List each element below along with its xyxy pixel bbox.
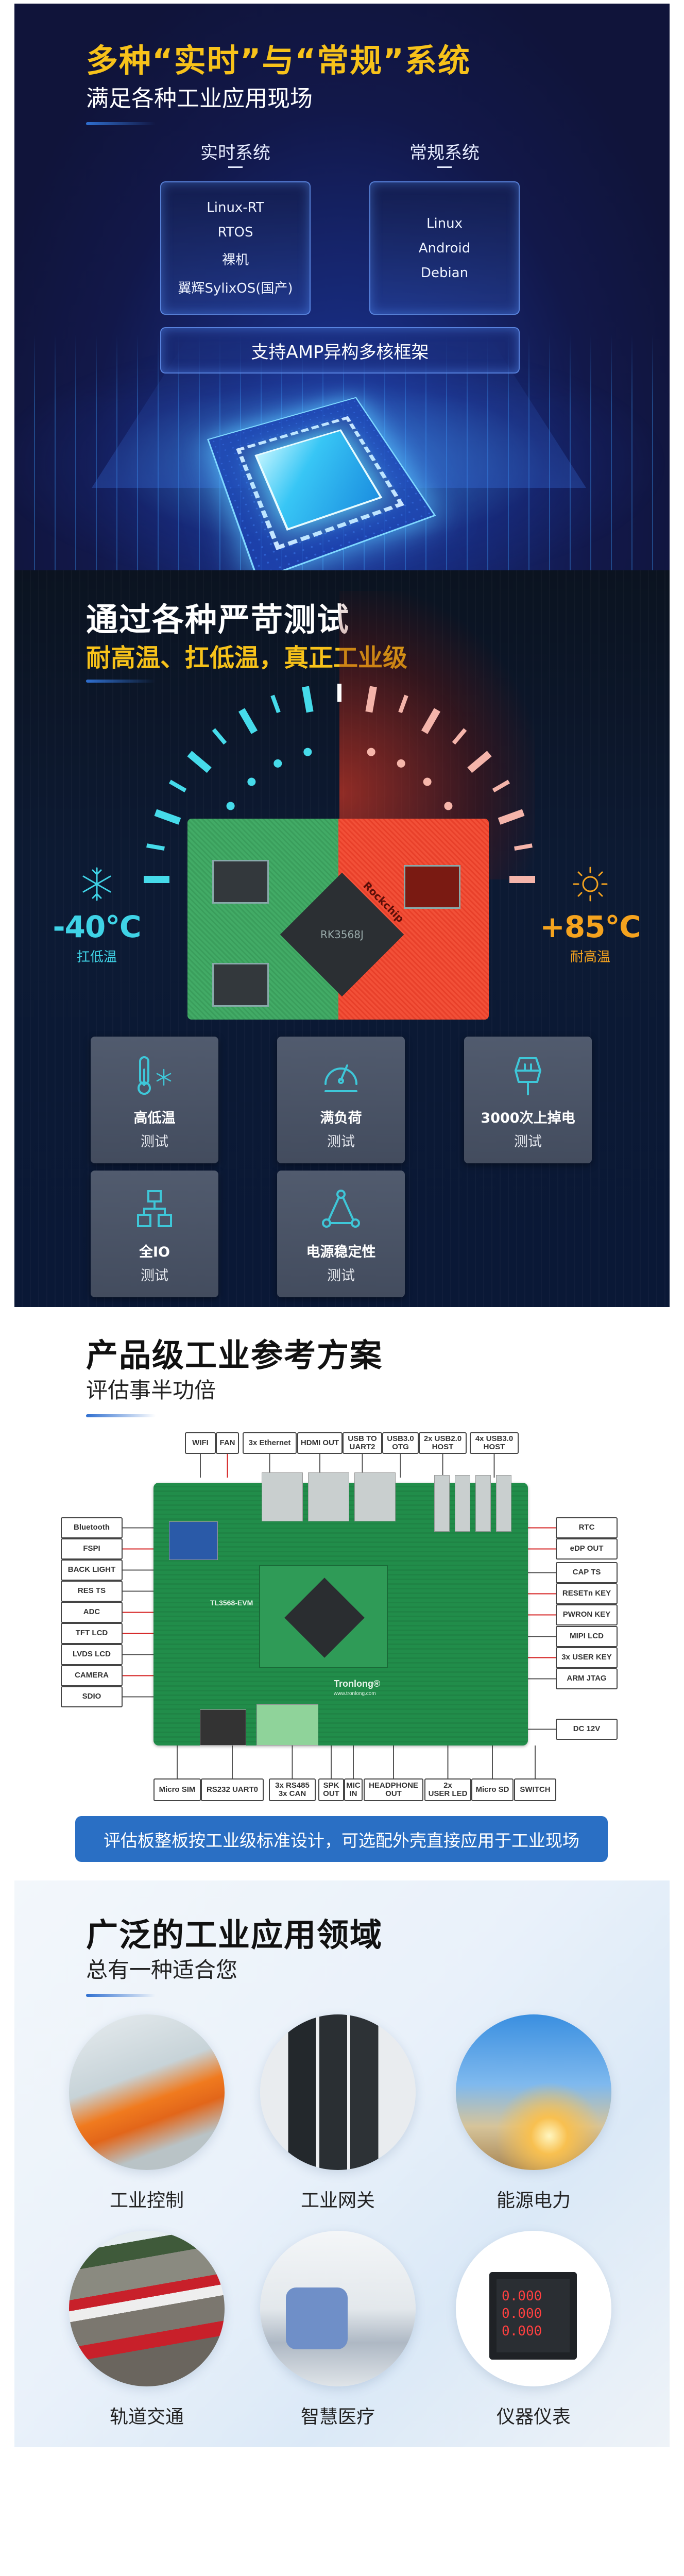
app-label: 仪器仪表 <box>456 2402 611 2429</box>
app-industrial-control: 工业控制 <box>69 2014 225 2212</box>
interface-label-back-light: BACK LIGHT <box>61 1560 123 1581</box>
interface-label-res-ts: RES TS <box>61 1581 123 1602</box>
interface-label-micro-sd: Micro SD <box>471 1778 514 1801</box>
section-subtitle: 总有一种适合您 <box>86 1953 237 1984</box>
cpu-chip <box>284 1578 365 1658</box>
app-label: 轨道交通 <box>69 2402 225 2429</box>
usb-port <box>475 1475 491 1532</box>
interface-label-lvds-lcd: LVDS LCD <box>61 1644 123 1665</box>
app-label: 能源电力 <box>456 2185 611 2212</box>
interface-label-adc: ADC <box>61 1602 123 1623</box>
interface-label-3x-user-key: 3x USER KEY <box>556 1647 618 1668</box>
interface-label-dc-12v: DC 12V <box>556 1719 618 1740</box>
interface-label-2x-user-led: 2x USER LED <box>424 1778 471 1801</box>
bluetooth-module <box>169 1521 218 1560</box>
interface-label-3x-rs485-3x-can: 3x RS485 3x CAN <box>269 1778 316 1801</box>
ethernet-port <box>308 1472 349 1521</box>
interface-label-cap-ts: CAP TS <box>556 1562 618 1583</box>
interface-label-mipi-lcd: MIPI LCD <box>556 1626 618 1647</box>
usb-port <box>455 1475 470 1532</box>
interface-label-fspi: FSPI <box>61 1538 123 1560</box>
interface-label-2x-usb2-0-host: 2x USB2.0 HOST <box>419 1432 467 1454</box>
accent-bar <box>86 1994 156 1997</box>
interface-label-resetn-key: RESETn KEY <box>556 1583 618 1604</box>
interface-label-rs232-uart0: RS232 UART0 <box>201 1778 264 1801</box>
terminal-block <box>256 1704 318 1745</box>
interface-label-micro-sim: Micro SIM <box>153 1778 201 1801</box>
interface-label-bluetooth: Bluetooth <box>61 1517 123 1538</box>
interface-label-edp-out: eDP OUT <box>556 1538 618 1560</box>
train-photo <box>69 2231 225 2386</box>
evaluation-board-image: Tronlong® www.tronlong.com TL3568-EVM <box>153 1483 528 1745</box>
interface-label-4x-usb3-0-host: 4x USB3.0 HOST <box>470 1432 519 1454</box>
interface-label-usb3-0-otg: USB3.0 OTG <box>382 1432 419 1454</box>
interface-label-sdio: SDIO <box>61 1686 123 1707</box>
interface-label-hdmi-out: HDMI OUT <box>297 1432 343 1454</box>
info-banner: 评估板整板按工业级标准设计，可选配外壳直接应用于工业现场 <box>75 1816 608 1862</box>
applications-section: 广泛的工业应用领域 总有一种适合您 工业控制 工业网关 能源电力 轨道交通 智慧… <box>14 1880 670 2447</box>
interface-label-usb-to-uart2: USB TO UART2 <box>343 1432 382 1454</box>
board-model: TL3568-EVM <box>210 1599 253 1607</box>
interface-label-spk-out: SPK OUT <box>318 1778 344 1801</box>
board-url: www.tronlong.com <box>334 1691 376 1697</box>
medical-xray-photo <box>260 2231 416 2386</box>
ethernet-port <box>262 1472 303 1521</box>
panel-meter-photo: 0.0000.0000.000 <box>456 2231 611 2386</box>
interface-label-headphone-out: HEADPHONE OUT <box>364 1778 423 1801</box>
app-label: 工业控制 <box>69 2185 225 2212</box>
app-smart-healthcare: 智慧医疗 <box>260 2231 416 2429</box>
gateway-device-photo <box>260 2014 416 2170</box>
app-label: 工业网关 <box>260 2185 416 2212</box>
usb-port <box>434 1475 450 1532</box>
ethernet-port <box>354 1472 396 1521</box>
app-energy-power: 能源电力 <box>456 2014 611 2212</box>
app-label: 智慧医疗 <box>260 2402 416 2429</box>
interface-label-rtc: RTC <box>556 1517 618 1538</box>
app-industrial-gateway: 工业网关 <box>260 2014 416 2212</box>
interface-label-mic-in: MIC IN <box>344 1778 363 1801</box>
section-title: 广泛的工业应用领域 <box>86 1909 383 1955</box>
industrial-robot-photo <box>69 2014 225 2170</box>
board-brand: Tronlong® <box>334 1679 380 1689</box>
interface-label-tft-lcd: TFT LCD <box>61 1623 123 1644</box>
app-instrumentation: 0.0000.0000.000 仪器仪表 <box>456 2231 611 2429</box>
interface-label-wifi: WIFI <box>185 1432 216 1454</box>
interface-label-3x-ethernet: 3x Ethernet <box>243 1432 297 1454</box>
usb-port <box>496 1475 511 1532</box>
interface-label-camera: CAMERA <box>61 1665 123 1686</box>
app-rail-transit: 轨道交通 <box>69 2231 225 2429</box>
interface-label-fan: FAN <box>216 1432 239 1454</box>
interface-label-arm-jtag: ARM JTAG <box>556 1668 618 1689</box>
core-module <box>259 1565 388 1668</box>
db9-connector <box>200 1709 246 1745</box>
interface-label-switch: SWITCH <box>514 1778 556 1801</box>
interface-label-pwron-key: PWRON KEY <box>556 1604 618 1625</box>
power-tower-photo <box>456 2014 611 2170</box>
